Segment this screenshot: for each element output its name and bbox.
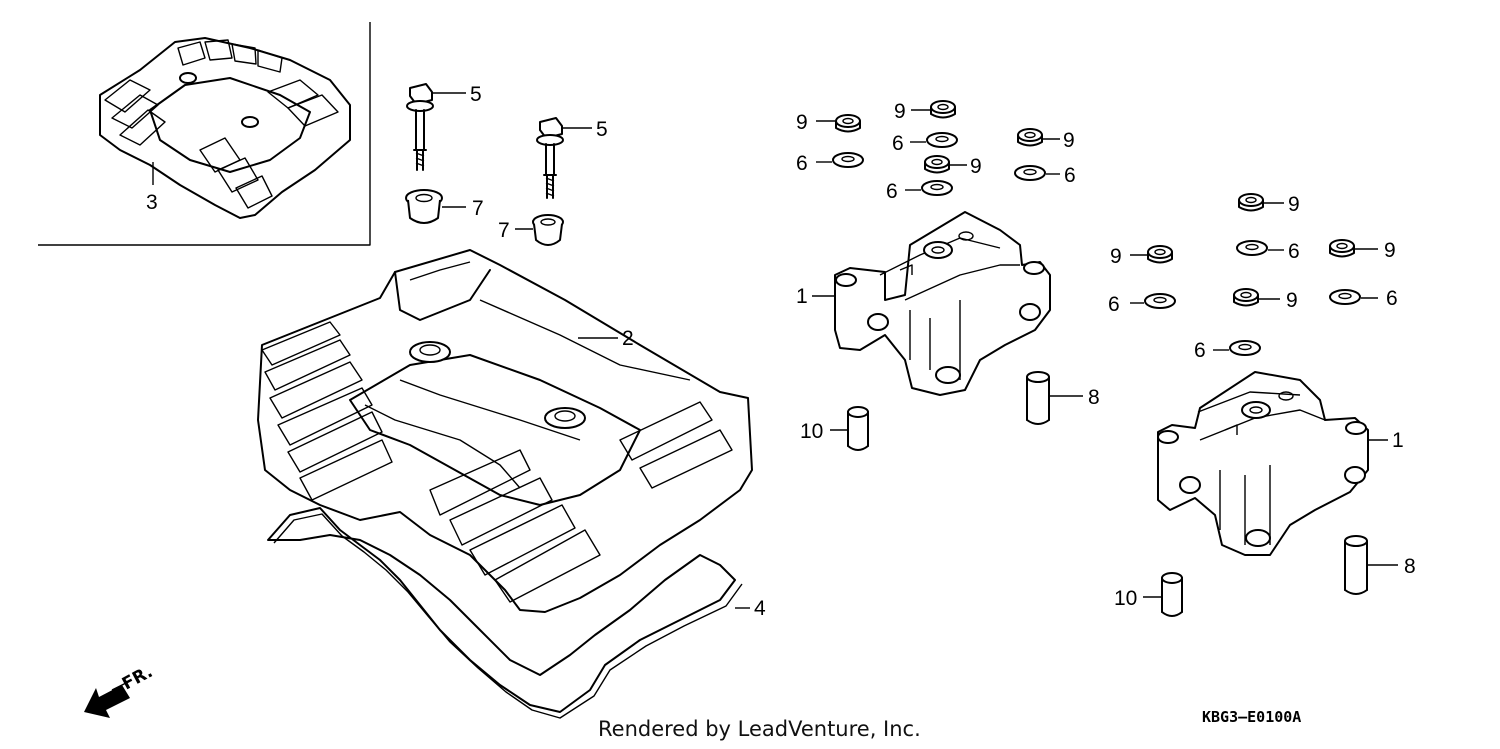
callout-8-upper: 8 xyxy=(1088,386,1100,409)
part-1-rocker-holder-lower xyxy=(1157,371,1388,556)
callout-9-b: 9 xyxy=(894,100,906,123)
part-7-grommet-left xyxy=(405,189,466,224)
callout-6-c: 6 xyxy=(1064,164,1076,187)
diagram-code: KBG3—E0100A xyxy=(1202,708,1302,726)
callout-6-d: 6 xyxy=(886,180,898,203)
callout-9-c: 9 xyxy=(1063,129,1075,152)
part-10-dowel-pin-lower xyxy=(1143,572,1183,617)
callout-9-g: 9 xyxy=(1384,239,1396,262)
callout-10-upper: 10 xyxy=(800,420,823,443)
callout-10-lower: 10 xyxy=(1114,587,1137,610)
part-6-washer-e xyxy=(1236,240,1284,256)
callout-8-lower: 8 xyxy=(1404,555,1416,578)
part-5-bolt-left xyxy=(406,83,466,171)
part-9-nut-e xyxy=(1238,193,1284,212)
callout-6-f: 6 xyxy=(1108,293,1120,316)
render-credit: Rendered by LeadVenture, Inc. xyxy=(598,717,921,741)
callout-4: 4 xyxy=(754,597,766,620)
part-6-washer-f xyxy=(1130,293,1176,309)
callout-9-h: 9 xyxy=(1286,289,1298,312)
part-9-nut-d xyxy=(924,155,967,174)
part-10-dowel-pin-upper xyxy=(830,406,869,451)
part-6-washer-a xyxy=(816,152,864,168)
callout-1-upper: 1 xyxy=(796,285,808,308)
callout-9-d: 9 xyxy=(970,155,982,178)
callout-6-a: 6 xyxy=(796,152,808,175)
callout-1-lower: 1 xyxy=(1392,429,1404,452)
callout-6-b: 6 xyxy=(892,132,904,155)
callout-7-right: 7 xyxy=(498,219,510,242)
part-8-dowel-pin-upper xyxy=(1026,371,1083,425)
callout-6-e: 6 xyxy=(1288,240,1300,263)
part-8-dowel-pin-lower xyxy=(1344,535,1398,595)
front-direction-arrow-icon: FR. xyxy=(84,662,156,718)
part-3-small-cylinder-head-cover xyxy=(99,37,351,219)
part-9-nut-h xyxy=(1233,288,1280,307)
part-6-washer-d xyxy=(905,180,953,196)
part-2-cylinder-head-cover xyxy=(257,249,753,613)
part-7-grommet-right xyxy=(515,214,564,246)
part-9-nut-a xyxy=(816,114,861,133)
part-4-gasket xyxy=(267,507,750,719)
part-6-washer-b xyxy=(910,132,958,148)
callout-9-a: 9 xyxy=(796,111,808,134)
callout-2: 2 xyxy=(622,327,634,350)
callout-7-left: 7 xyxy=(472,197,484,220)
part-9-nut-g xyxy=(1329,239,1378,258)
part-9-nut-c xyxy=(1017,128,1060,147)
inset-frame xyxy=(38,22,371,246)
part-6-washer-h xyxy=(1213,340,1261,356)
callout-5-right: 5 xyxy=(596,118,608,141)
part-5-bolt-right xyxy=(536,117,592,199)
part-9-nut-f xyxy=(1130,245,1173,264)
part-6-washer-g xyxy=(1329,289,1378,305)
callout-6-h: 6 xyxy=(1194,339,1206,362)
callout-3: 3 xyxy=(146,191,158,214)
callout-5-left: 5 xyxy=(470,83,482,106)
callout-9-f: 9 xyxy=(1110,245,1122,268)
part-9-nut-b xyxy=(911,100,956,119)
callout-9-e: 9 xyxy=(1288,193,1300,216)
part-1-rocker-holder-upper xyxy=(812,211,1051,396)
callout-6-g: 6 xyxy=(1386,287,1398,310)
part-6-washer-c xyxy=(1014,165,1060,181)
